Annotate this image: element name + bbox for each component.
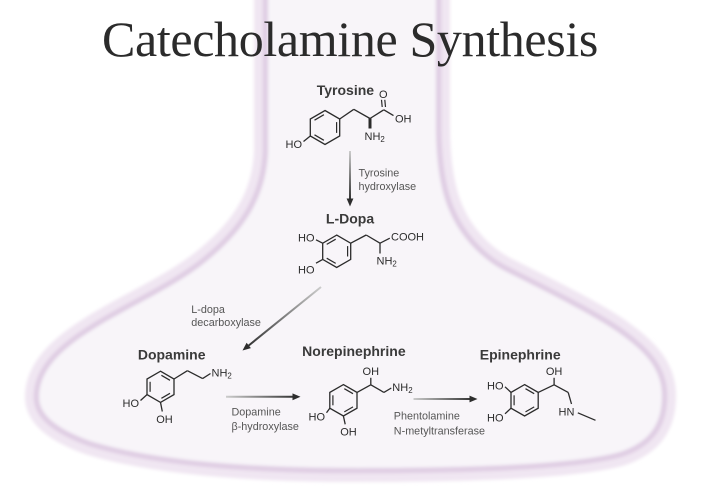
- svg-text:HO: HO: [123, 398, 140, 410]
- svg-text:HO: HO: [487, 412, 504, 424]
- svg-text:L-dopa: L-dopa: [191, 304, 225, 316]
- svg-text:HO: HO: [298, 233, 315, 245]
- svg-text:HO: HO: [286, 139, 303, 151]
- svg-text:decarboxylase: decarboxylase: [191, 317, 261, 329]
- svg-text:N-metyltransferase: N-metyltransferase: [394, 426, 485, 438]
- svg-text:NH2: NH2: [392, 382, 412, 395]
- svg-text:OH: OH: [340, 426, 357, 438]
- svg-text:O: O: [379, 89, 388, 101]
- svg-text:L-Dopa: L-Dopa: [326, 211, 374, 227]
- svg-text:Dopamine: Dopamine: [138, 347, 206, 363]
- svg-text:Epinephrine: Epinephrine: [480, 347, 561, 363]
- svg-text:NH2: NH2: [377, 256, 397, 269]
- svg-text:HN: HN: [559, 407, 575, 419]
- svg-text:OH: OH: [156, 414, 173, 426]
- svg-text:Tyrosine: Tyrosine: [317, 82, 375, 98]
- svg-text:Phentolamine: Phentolamine: [394, 410, 460, 422]
- svg-text:HO: HO: [298, 265, 315, 277]
- svg-text:OH: OH: [395, 113, 412, 125]
- svg-text:HO: HO: [309, 411, 326, 423]
- svg-text:hydroxylase: hydroxylase: [359, 181, 417, 193]
- svg-text:NH2: NH2: [212, 368, 232, 381]
- svg-text:Catecholamine Synthesis: Catecholamine Synthesis: [102, 11, 598, 67]
- svg-text:Tyrosine: Tyrosine: [359, 167, 400, 179]
- svg-text:HO: HO: [487, 381, 504, 393]
- svg-text:OH: OH: [546, 366, 563, 378]
- svg-text:NH2: NH2: [365, 131, 385, 144]
- svg-text:Norepinephrine: Norepinephrine: [302, 343, 406, 359]
- svg-text:Dopamine: Dopamine: [232, 407, 281, 419]
- svg-text:OH: OH: [363, 366, 380, 378]
- svg-text:β-hydroxylase: β-hydroxylase: [232, 421, 299, 433]
- svg-text:COOH: COOH: [391, 231, 424, 243]
